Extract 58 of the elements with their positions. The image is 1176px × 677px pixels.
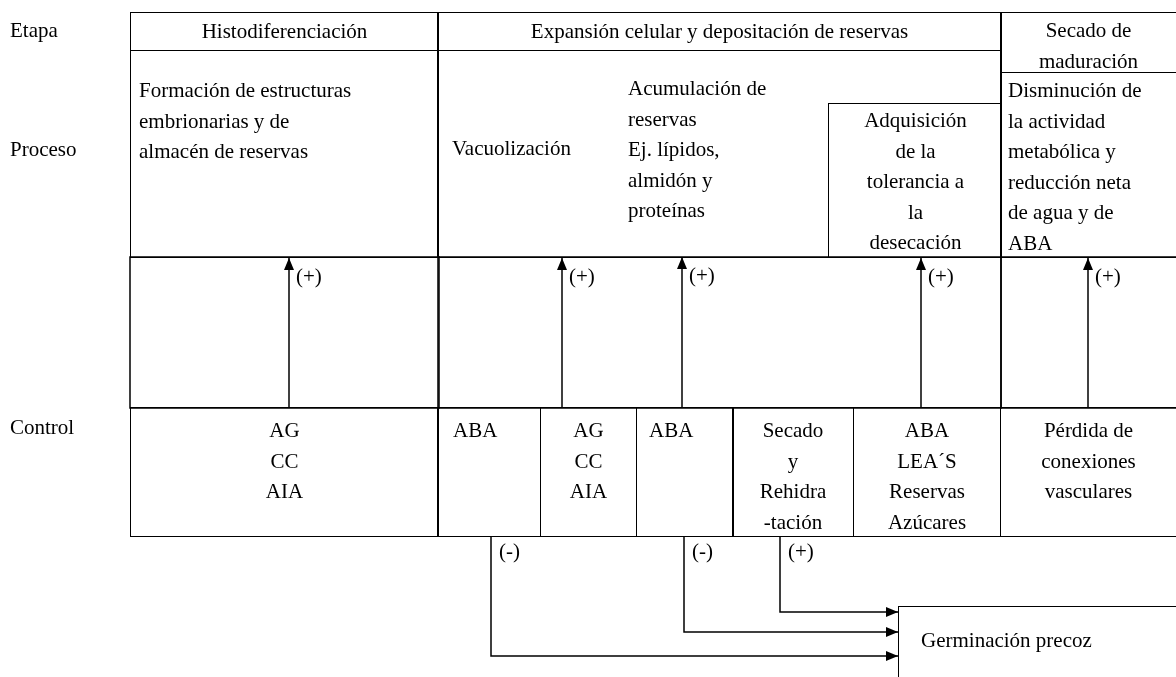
cell-text: AIA [568,478,609,505]
table-cell [437,407,541,537]
edge-label: (+) [689,265,715,285]
cell-text: Azúcares [886,508,968,536]
edge-label: (+) [569,266,595,286]
arrow [557,257,567,408]
cell-text: Pérdida de conexiones vasculares [1040,417,1137,505]
arrow [916,257,926,408]
cell-text: Ej. lípidos, almidón y proteínas [628,136,721,224]
cell-text: CC [269,447,300,475]
cell-text: Germinación precoz [921,627,1093,654]
cell-text: Histodiferenciación [200,18,369,45]
cell-text: Acumulación de reservas [628,75,768,133]
row-label: Control [10,416,75,438]
cell-text: Disminución de la actividad metabólica y reducción neta de agua y de ABA [1008,77,1143,257]
arrow [284,257,294,408]
arrow [683,536,899,637]
table-cell [828,103,1002,258]
cell-text: ABA [903,417,951,444]
edge-label: (-) [499,541,520,561]
table-cell [732,407,854,537]
cell-text: AIA [264,478,305,505]
arrow [1083,257,1093,408]
table-cell [1000,12,1176,73]
cell-text: Expansión celular y depositación de reservas [529,18,910,45]
cell-text: ABA [649,417,695,444]
cell-text: Formación de estructuras embrionarias y de almacén de reservas [139,77,353,165]
edge-label: (+) [296,266,322,286]
cell-text: Reservas [888,478,966,505]
table-cell [437,50,1002,258]
cell-text: AG [572,417,605,444]
table-cell [1000,72,1176,258]
table-cell [1000,407,1176,537]
edge-label: (+) [928,266,954,286]
row-label: Proceso [10,138,77,160]
table-cell [130,50,439,258]
arrow [490,536,899,661]
edge-label: (+) [788,541,814,561]
arrow [779,536,899,617]
table-cell [636,407,734,537]
table-cell [540,407,637,537]
edge-label: (-) [692,541,713,561]
table-cell [130,407,439,537]
cell-text: AG [268,417,301,444]
arrow [677,256,687,408]
cell-text: ABA [453,417,499,444]
table-cell [437,12,1002,51]
edge-label: (+) [1095,266,1121,286]
table-cell [898,606,1176,677]
cell-text: Adquisición de la tolerancia a la desecación [863,107,968,256]
cell-text: Secado de maduración [1037,17,1140,75]
cell-text: Secado y Rehidra -tación [758,417,828,536]
cell-text: Vacuolización [452,135,572,162]
table-cell [853,407,1001,537]
row-label: Etapa [10,19,58,41]
cell-text: LEA´S [896,447,958,475]
cell-text: CC [573,447,604,475]
table-cell [130,12,439,51]
